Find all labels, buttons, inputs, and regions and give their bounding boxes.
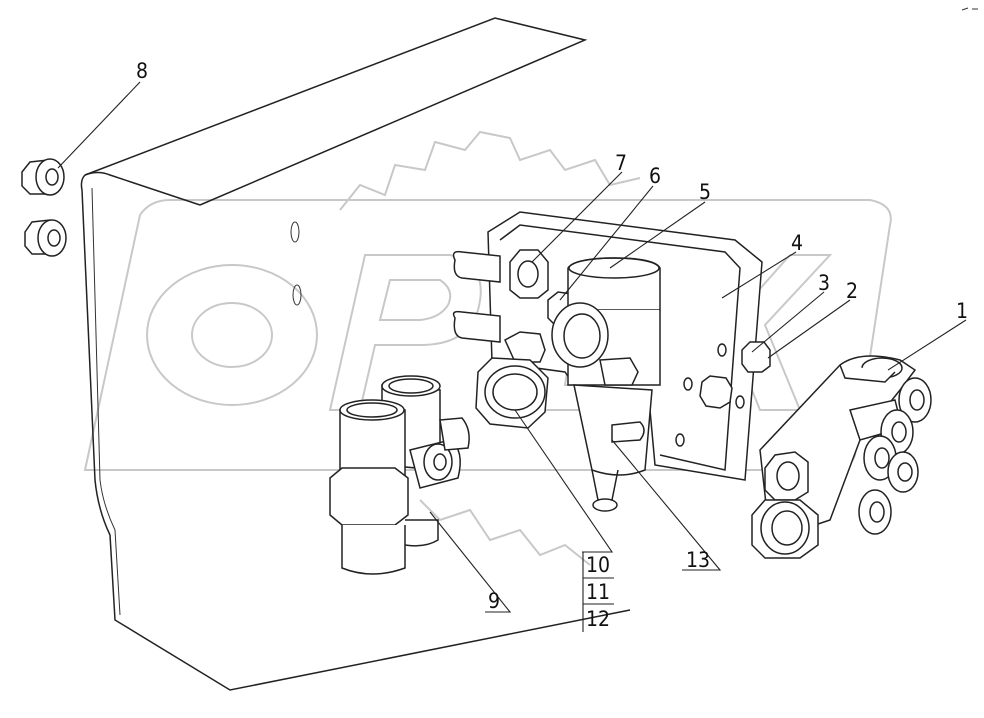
callout-9: 9 <box>488 589 500 613</box>
callout-12: 12 <box>586 607 610 631</box>
manifold-block <box>751 355 932 559</box>
tee-fitting <box>329 375 470 575</box>
callout-4: 4 <box>791 231 803 255</box>
valve-bracket <box>452 211 771 512</box>
union-ring <box>475 357 549 429</box>
frame-member <box>80 17 631 691</box>
flange-nuts <box>21 158 67 257</box>
callout-1: 1 <box>956 299 968 323</box>
callout-7: 7 <box>615 151 627 175</box>
corner-mark <box>961 7 978 11</box>
callout-5: 5 <box>699 180 711 204</box>
callout-13: 13 <box>686 548 710 572</box>
callout-3: 3 <box>818 271 830 295</box>
callout-6: 6 <box>649 164 661 188</box>
callout-10: 10 <box>586 553 610 577</box>
callout-2: 2 <box>846 279 858 303</box>
leader-lines <box>57 81 967 632</box>
callout-8: 8 <box>136 59 148 83</box>
callout-labels: 8 1 2 3 4 5 6 7 9 10 11 12 13 <box>136 59 968 631</box>
callout-11: 11 <box>586 580 610 604</box>
